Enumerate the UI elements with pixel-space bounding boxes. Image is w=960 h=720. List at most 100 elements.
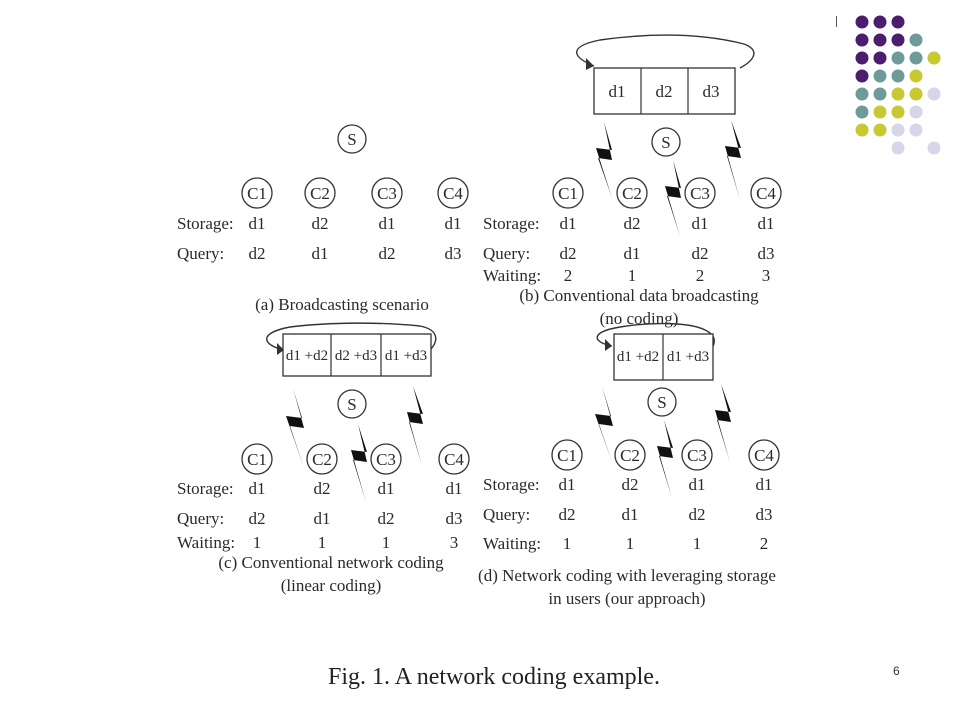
decorative-dot bbox=[873, 33, 887, 47]
decorative-dot bbox=[909, 51, 923, 65]
decorative-dot bbox=[855, 105, 869, 119]
client-label: C4 bbox=[756, 184, 776, 203]
waiting-cell: 1 bbox=[628, 266, 637, 285]
storage-cell: d2 bbox=[624, 214, 641, 233]
lightning-icon bbox=[725, 120, 741, 200]
storage-cell: d2 bbox=[312, 214, 329, 233]
waiting-cell: 3 bbox=[762, 266, 771, 285]
waiting-cell: 1 bbox=[563, 534, 572, 553]
query-cell: d2 bbox=[692, 244, 709, 263]
decorative-dot bbox=[909, 123, 923, 137]
client-node bbox=[750, 177, 782, 209]
decorative-dot bbox=[855, 69, 869, 83]
query-cell: d2 bbox=[249, 244, 266, 263]
storage-row-label: Storage: bbox=[177, 214, 234, 233]
caption-b-line1: (b) Conventional data broadcasting bbox=[519, 286, 759, 305]
client-label: C4 bbox=[444, 450, 464, 469]
storage-cell: d2 bbox=[622, 475, 639, 494]
query-cell: d2 bbox=[379, 244, 396, 263]
client-label: C1 bbox=[247, 450, 267, 469]
source-node-a bbox=[337, 124, 367, 154]
waiting-row-label: Waiting: bbox=[483, 534, 541, 553]
storage-cell: d1 bbox=[692, 214, 709, 233]
decorative-dot bbox=[855, 87, 869, 101]
query-cell: d3 bbox=[756, 505, 773, 524]
client-node bbox=[241, 177, 273, 209]
client-label: C3 bbox=[377, 184, 397, 203]
query-cell: d2 bbox=[689, 505, 706, 524]
schedule-c-1: d2 +d3 bbox=[335, 348, 377, 364]
storage-cell: d1 bbox=[560, 214, 577, 233]
client-node bbox=[684, 177, 716, 209]
lightning-icon bbox=[595, 386, 613, 462]
figure-caption: Fig. 1. A network coding example. bbox=[328, 664, 660, 690]
storage-cell: d2 bbox=[314, 479, 331, 498]
query-row-label: Query: bbox=[177, 244, 224, 263]
schedule-c-2: d1 +d3 bbox=[385, 348, 427, 364]
query-row-label: Query: bbox=[177, 509, 224, 528]
query-cell: d2 bbox=[378, 509, 395, 528]
client-node bbox=[616, 177, 648, 209]
lightning-icon bbox=[286, 388, 304, 468]
decorative-dot bbox=[855, 15, 869, 29]
caption-a: (a) Broadcasting scenario bbox=[255, 295, 429, 314]
lightning-icon bbox=[596, 122, 612, 198]
decorative-dot bbox=[909, 87, 923, 101]
source-node-b bbox=[651, 127, 681, 157]
client-label: C2 bbox=[622, 184, 642, 203]
decorative-dot bbox=[891, 51, 905, 65]
source-label-a: S bbox=[347, 130, 356, 149]
client-label: C3 bbox=[690, 184, 710, 203]
query-row-label: Query: bbox=[483, 244, 530, 263]
decorative-dot bbox=[873, 105, 887, 119]
waiting-cell: 1 bbox=[626, 534, 635, 553]
decorative-dot bbox=[909, 105, 923, 119]
client-label: C1 bbox=[247, 184, 267, 203]
query-cell: d2 bbox=[560, 244, 577, 263]
client-label: C3 bbox=[687, 446, 707, 465]
storage-cell: d1 bbox=[379, 214, 396, 233]
page-number: 6 bbox=[893, 664, 900, 678]
decorative-dot bbox=[927, 141, 941, 155]
waiting-cell: 1 bbox=[253, 533, 262, 552]
waiting-cell: 2 bbox=[760, 534, 769, 553]
lightning-icon bbox=[657, 420, 673, 498]
broadcast-loop-arrow-c bbox=[266, 322, 437, 351]
schedule-b-2: d3 bbox=[703, 82, 720, 101]
waiting-cell: 2 bbox=[564, 266, 573, 285]
text-cursor bbox=[836, 16, 837, 27]
decorative-dot bbox=[873, 15, 887, 29]
client-node bbox=[306, 443, 338, 475]
query-cell: d3 bbox=[445, 244, 462, 263]
client-label: C4 bbox=[443, 184, 463, 203]
decorative-dot bbox=[873, 51, 887, 65]
client-label: C4 bbox=[754, 446, 774, 465]
client-node bbox=[241, 443, 273, 475]
decorative-dot-grid bbox=[855, 15, 941, 155]
query-cell: d1 bbox=[624, 244, 641, 263]
decorative-dot bbox=[891, 15, 905, 29]
source-node-d bbox=[647, 387, 677, 417]
waiting-cell: 1 bbox=[382, 533, 391, 552]
query-cell: d2 bbox=[249, 509, 266, 528]
loop-arrowhead-b bbox=[586, 58, 594, 70]
lightning-icon bbox=[407, 386, 423, 466]
storage-row-label: Storage: bbox=[177, 479, 234, 498]
storage-row-label: Storage: bbox=[483, 214, 540, 233]
lightning-icon bbox=[665, 160, 681, 236]
source-label-b: S bbox=[661, 133, 670, 152]
storage-cell: d1 bbox=[249, 214, 266, 233]
loop-arrowhead-c bbox=[277, 343, 284, 355]
waiting-cell: 1 bbox=[318, 533, 327, 552]
client-node bbox=[370, 443, 402, 475]
client-label: C3 bbox=[376, 450, 396, 469]
query-row-label: Query: bbox=[483, 505, 530, 524]
client-node bbox=[438, 443, 470, 475]
